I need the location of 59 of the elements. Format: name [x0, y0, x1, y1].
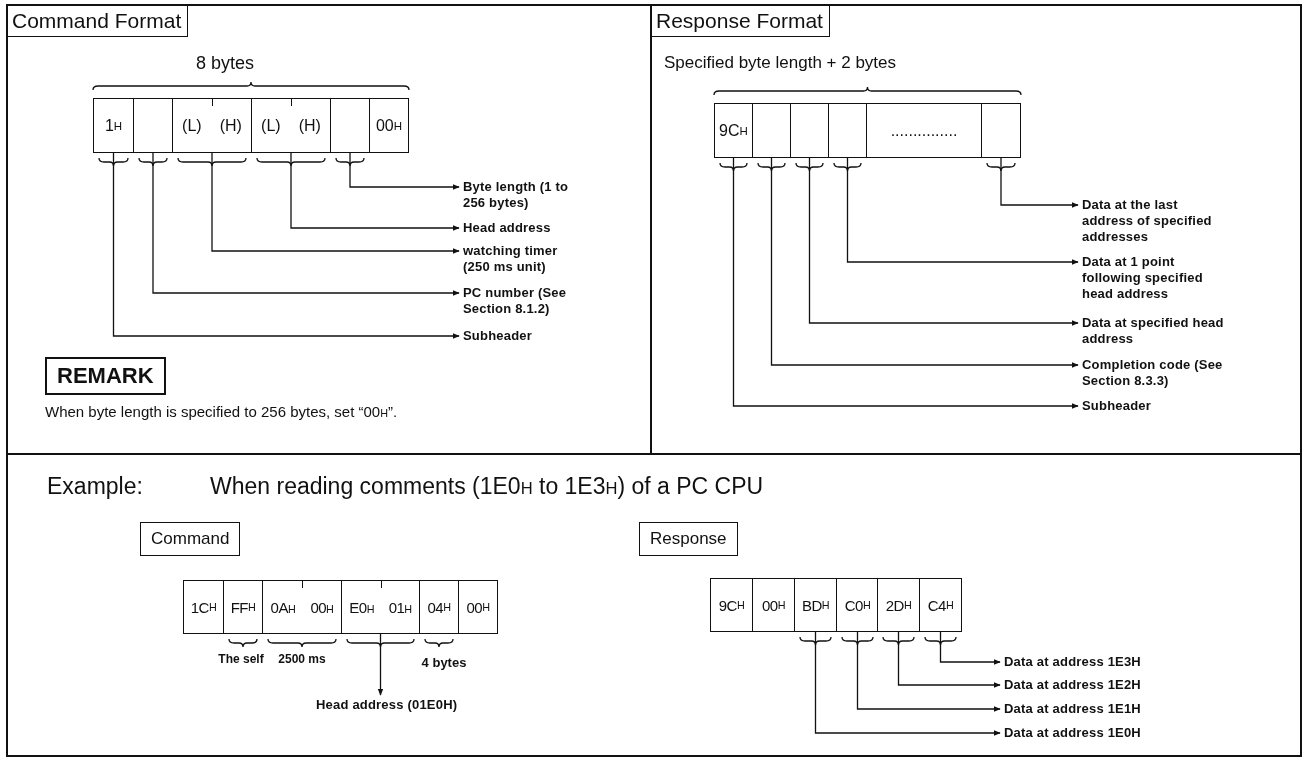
- annotation-text: 2500 ms: [277, 653, 327, 667]
- example-panel: [6, 453, 1302, 757]
- leader-arrow: [1000, 157, 1079, 208]
- leader-arrow: [770, 157, 1079, 368]
- empty-byte-field: [752, 103, 791, 158]
- example-heading: Example:: [47, 473, 143, 500]
- field-description: Data at address 1E1H: [1004, 701, 1204, 717]
- byte-value: (H): [219, 116, 242, 135]
- empty-byte-field: [330, 98, 370, 153]
- byte-field: [262, 580, 342, 634]
- byte-field: [251, 98, 331, 153]
- leader-arrow: [856, 631, 1001, 712]
- leader-arrow: [897, 631, 1001, 688]
- empty-byte-field: [790, 103, 829, 158]
- byte-field: [341, 580, 420, 634]
- panel-heading: Response Format: [652, 6, 830, 37]
- framed-heading: Response: [639, 522, 738, 556]
- field-description: Data at 1 point following specified head address: [1082, 254, 1232, 302]
- annotation-text: The self: [217, 653, 265, 667]
- framed-heading: Command: [140, 522, 241, 556]
- leader-arrow: [290, 152, 460, 231]
- byte-field: [172, 98, 252, 153]
- leader-arrow: [112, 152, 460, 339]
- field-description: Data at address 1E2H: [1004, 677, 1204, 693]
- leader-arrow: [814, 631, 1001, 736]
- leader-arrow: [732, 157, 1079, 409]
- field-description: Data at specified head address: [1082, 315, 1232, 347]
- leader-arrow: [939, 631, 1001, 665]
- leader-arrow: [349, 152, 460, 190]
- format-panel: [6, 4, 652, 455]
- field-description: Subheader: [1082, 398, 1232, 414]
- field-description: Completion code (See Section 8.3.3): [1082, 357, 1232, 389]
- leader-arrow: [377, 633, 384, 696]
- field-description: Byte length (1 to 256 bytes): [463, 179, 587, 211]
- field-description: PC number (See Section 8.1.2): [463, 285, 587, 317]
- field-description: Data at the last address of specified addresses: [1082, 197, 1222, 245]
- field-description: Head address (01E0H): [316, 697, 516, 713]
- byte-value: (L): [182, 116, 202, 135]
- byte-value: (L): [261, 116, 281, 135]
- byte-value: (H): [298, 116, 321, 135]
- field-description: Data at address 1E0H: [1004, 725, 1204, 741]
- annotation-text: 8 bytes: [194, 54, 255, 74]
- leader-arrow: [808, 157, 1079, 326]
- field-description: Subheader: [463, 328, 593, 344]
- empty-byte-field: [981, 103, 1021, 158]
- framed-heading: REMARK: [45, 357, 166, 395]
- leader-arrow: [211, 152, 460, 254]
- leader-arrow: [152, 152, 460, 296]
- byte-field: ...............: [866, 103, 982, 158]
- format-panel: [650, 4, 1302, 455]
- field-description: Head address: [463, 220, 593, 236]
- empty-byte-field: [828, 103, 867, 158]
- empty-byte-field: [133, 98, 173, 153]
- panel-heading: Command Format: [8, 6, 189, 37]
- field-description: Data at address 1E3H: [1004, 654, 1204, 670]
- leader-arrow: [846, 157, 1079, 265]
- field-description: watching timer (250 ms unit): [463, 243, 587, 275]
- annotation-text: 4 bytes: [420, 656, 468, 671]
- annotation-text: Specified byte length + 2 bytes: [664, 54, 897, 73]
